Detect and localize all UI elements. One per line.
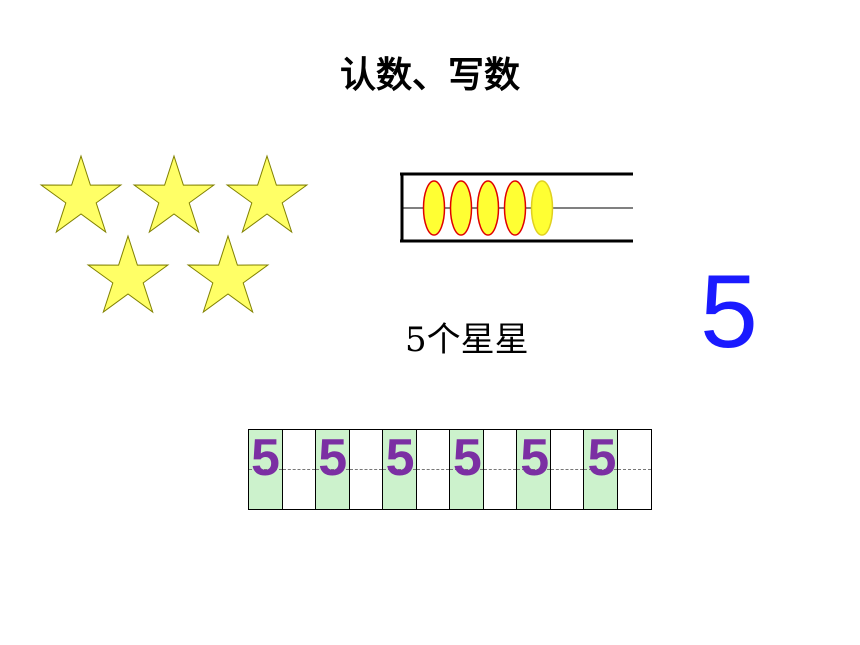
practice-digit-4: 5 (452, 429, 482, 487)
grid-cell (517, 430, 551, 509)
grid-midline (249, 469, 282, 470)
star-5 (186, 234, 270, 314)
big-number: 5 (700, 254, 758, 370)
grid-cell (282, 430, 316, 509)
caption-five-stars: 5个星星 (405, 320, 529, 360)
abacus-bead-2 (449, 180, 473, 236)
grid-midline (349, 469, 382, 470)
grid-midline (316, 469, 349, 470)
grid-cell (416, 430, 450, 509)
practice-digit-3: 5 (385, 429, 415, 487)
abacus (400, 172, 633, 243)
star-4 (86, 234, 170, 314)
grid-midline (617, 469, 651, 470)
grid-cell (483, 430, 517, 509)
grid-cell (249, 430, 283, 509)
page-title: 认数、写数 (339, 55, 520, 96)
abacus-bead-1 (422, 180, 446, 236)
practice-digit-1: 5 (251, 429, 280, 487)
grid-cell (550, 430, 584, 509)
practice-digit-2: 5 (318, 429, 348, 487)
grid-cell (584, 430, 618, 509)
grid-midline (282, 469, 315, 470)
grid-midline (584, 469, 617, 470)
abacus-bead-4 (503, 180, 527, 236)
grid-midline (550, 469, 583, 470)
star-1 (39, 154, 123, 234)
abacus-bead-5 (530, 180, 554, 236)
practice-digit-5: 5 (520, 429, 550, 487)
grid-cell (349, 430, 383, 509)
grid-midline (416, 469, 449, 470)
grid-midline (450, 469, 483, 470)
grid-midline (383, 469, 416, 470)
grid-midline (517, 469, 550, 470)
grid-cell (617, 430, 651, 509)
writing-grid (248, 429, 652, 510)
abacus-bead-3 (476, 180, 500, 236)
practice-digit-6: 5 (587, 429, 617, 487)
grid-midline (483, 469, 516, 470)
grid-cell (316, 430, 350, 509)
star-2 (132, 154, 216, 234)
grid-cell (383, 430, 417, 509)
grid-cell (450, 430, 484, 509)
star-3 (225, 154, 309, 234)
